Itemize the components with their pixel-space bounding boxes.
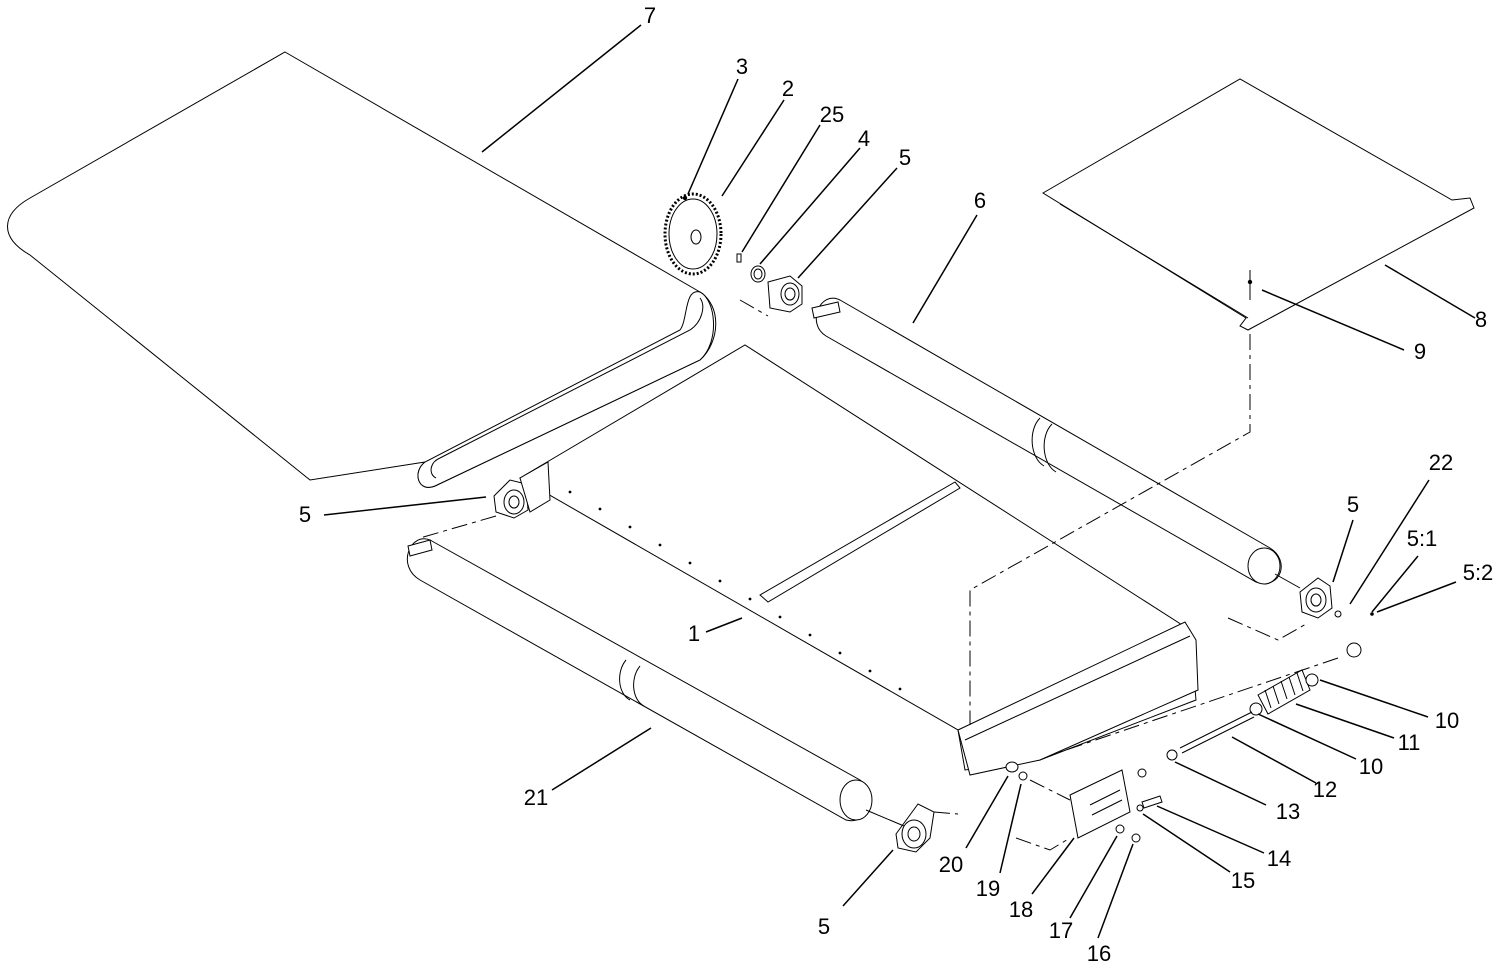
callout-4: 4: [858, 126, 870, 151]
callout-18: 18: [1009, 897, 1033, 922]
callout-20: 20: [939, 852, 963, 877]
idler-roller: [406, 538, 905, 827]
drive-roller: [811, 297, 1301, 589]
leader-lines: [323, 24, 1476, 939]
locking-collar: [1346, 642, 1362, 658]
callout-16: 16: [1087, 941, 1111, 966]
callout-12: 12: [1313, 777, 1337, 802]
callout-19: 19: [976, 876, 1000, 901]
callout-5-right: 5: [1347, 492, 1359, 517]
callout-7: 7: [644, 3, 656, 28]
callout-15: 15: [1231, 868, 1255, 893]
callout-10-upper: 10: [1435, 708, 1459, 733]
callout-2: 2: [782, 76, 794, 101]
frame-holes: [568, 490, 902, 691]
callout-21: 21: [524, 785, 548, 810]
callout-5-2: 5:2: [1463, 560, 1494, 585]
washer-19: [1018, 771, 1028, 781]
callout-5-1: 5:1: [1407, 526, 1438, 551]
callout-labels: 7 3 2 25 4 5 6 8 9 22 5 5:1 5:2 5 1 10 1…: [299, 3, 1493, 966]
washer-lower: [1115, 824, 1125, 834]
clip-22: [1334, 610, 1342, 618]
collar-set-screw: [1370, 612, 1374, 616]
callout-5-bottom: 5: [818, 914, 830, 939]
flat-washer: [1136, 804, 1144, 812]
lock-washer: [1137, 768, 1147, 778]
nut-lower: [1131, 833, 1141, 843]
bearing-left: [493, 479, 529, 519]
tension-spring: [1257, 669, 1311, 715]
spring-cap-bottom: [1249, 702, 1263, 716]
washer-20: [1005, 761, 1019, 773]
bearing-right: [1299, 577, 1333, 619]
set-screw: [682, 195, 688, 201]
bearing-bottom: [895, 803, 935, 853]
callout-13: 13: [1276, 799, 1300, 824]
callout-9: 9: [1414, 339, 1426, 364]
callout-14: 14: [1267, 846, 1291, 871]
assembly-lines: [419, 299, 1339, 851]
adjuster-bolt: [1141, 795, 1163, 809]
hex-nut: [1166, 749, 1178, 761]
callout-11: 11: [1398, 730, 1421, 755]
conveyor-belt: [7, 51, 717, 488]
callout-8: 8: [1475, 307, 1487, 332]
guard-plate: [1042, 78, 1475, 331]
callout-25: 25: [820, 102, 844, 127]
drive-sprocket: [663, 192, 723, 276]
retaining-ring: [750, 265, 766, 283]
spring-cap-top: [1305, 673, 1319, 687]
callout-5-top: 5: [899, 145, 911, 170]
callout-3: 3: [736, 54, 748, 79]
key: [736, 253, 742, 263]
conveyor-frame: [519, 344, 1199, 776]
callout-5-left: 5: [299, 502, 311, 527]
callout-1: 1: [688, 621, 700, 646]
bearing-top: [767, 275, 803, 313]
take-up-bracket: [1069, 769, 1131, 839]
callout-6: 6: [974, 188, 986, 213]
callout-17: 17: [1049, 918, 1073, 943]
callout-22: 22: [1429, 450, 1453, 475]
callout-10-lower: 10: [1359, 754, 1383, 779]
tension-rod: [1179, 711, 1255, 754]
